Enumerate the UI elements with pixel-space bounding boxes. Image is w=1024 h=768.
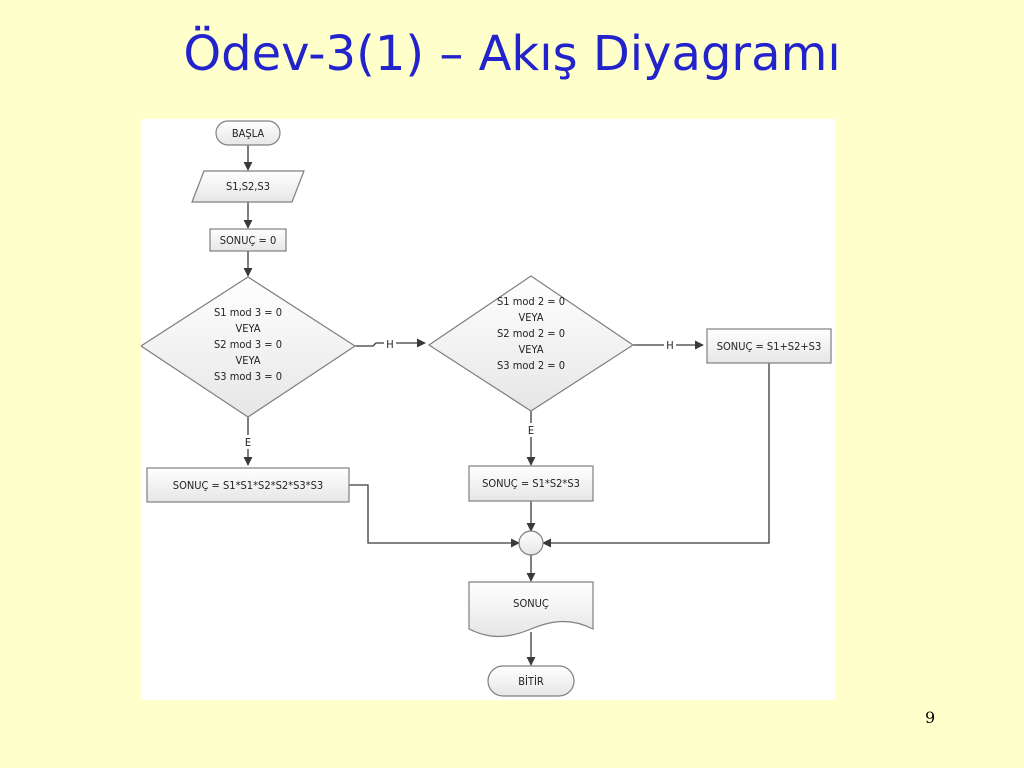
decision1-no-label: H (386, 338, 393, 351)
init-process: SONUÇ = 0 (209, 228, 287, 252)
decision1-diamond: S1 mod 3 = 0 VEYA S2 mod 3 = 0 VEYA S3 m… (141, 276, 357, 418)
slide-title: Ödev-3(1) – Akış Diyagramı (183, 26, 841, 82)
decision2-line-4: VEYA (519, 343, 544, 356)
process-sum-label: SONUÇ = S1+S2+S3 (717, 340, 822, 353)
decision1-line-4: VEYA (236, 354, 261, 367)
merge-connector (518, 530, 544, 556)
output-label: SONUÇ (513, 597, 549, 610)
process-product-label: SONUÇ = S1*S2*S3 (482, 477, 580, 490)
process-sum: SONUÇ = S1+S2+S3 (706, 328, 832, 364)
decision1-line-1: S1 mod 3 = 0 (214, 306, 282, 319)
init-label: SONUÇ = 0 (220, 234, 277, 247)
flowchart-diagram: H H E E BAŞLA S1,S2,S3 SONUÇ = 0 S1 mod … (141, 119, 835, 700)
decision2-diamond: S1 mod 2 = 0 VEYA S2 mod 2 = 0 VEYA S3 m… (427, 275, 635, 412)
start-terminator: BAŞLA (215, 120, 281, 146)
input-label: S1,S2,S3 (226, 180, 270, 193)
process-squares-label: SONUÇ = S1*S1*S2*S2*S3*S3 (173, 479, 323, 492)
output-document: SONUÇ (468, 581, 594, 638)
decision2-line-2: VEYA (519, 311, 544, 324)
end-terminator: BİTİR (487, 665, 575, 697)
decision2-line-1: S1 mod 2 = 0 (497, 295, 565, 308)
decision1-line-5: S3 mod 3 = 0 (214, 370, 282, 383)
flow-decision1-no (355, 338, 426, 348)
decision1-line-3: S2 mod 3 = 0 (214, 338, 282, 351)
decision2-yes-label: E (528, 424, 534, 437)
decision2-line-3: S2 mod 2 = 0 (497, 327, 565, 340)
start-label: BAŞLA (232, 127, 265, 140)
decision2-no-label: H (666, 339, 673, 352)
decision2-line-5: S3 mod 2 = 0 (497, 359, 565, 372)
input-parallelogram: S1,S2,S3 (191, 170, 305, 203)
decision1-line-2: VEYA (236, 322, 261, 335)
process-product: SONUÇ = S1*S2*S3 (468, 465, 594, 502)
page-number: 9 (925, 708, 936, 727)
flow-process3-to-merge (542, 363, 770, 548)
end-label: BİTİR (518, 675, 544, 688)
flow-process1-to-merge (349, 484, 520, 548)
decision1-yes-label: E (245, 436, 251, 449)
process-squares: SONUÇ = S1*S1*S2*S2*S3*S3 (146, 467, 350, 503)
